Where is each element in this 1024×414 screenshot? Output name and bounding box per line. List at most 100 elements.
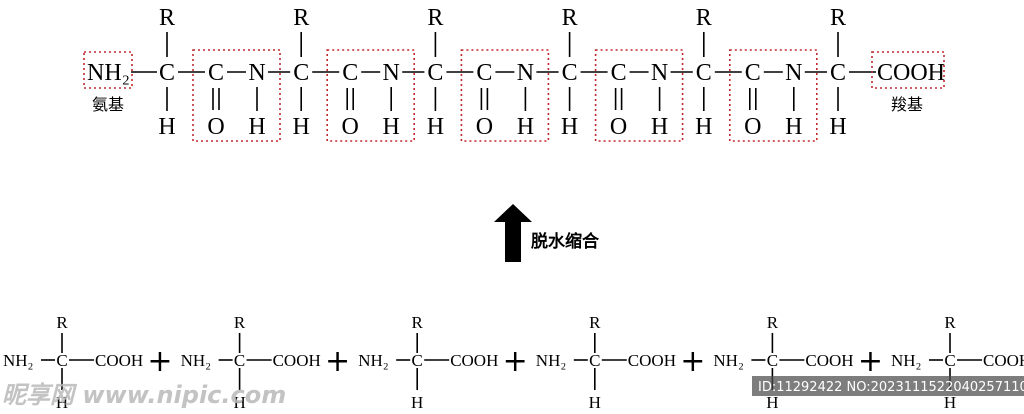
amino-group: NH₂ [536, 351, 566, 370]
peptide-bond-highlight [594, 49, 684, 142]
carboxyl-group: COOH [805, 351, 853, 370]
amino-group: NH₂ [3, 351, 33, 370]
side-chain-r: R [562, 5, 578, 31]
amide-hydrogen: H [248, 114, 265, 140]
alpha-carbon: C [830, 60, 846, 86]
carbonyl-carbon: C [745, 60, 761, 86]
alpha-carbon: C [562, 60, 578, 86]
peptide-bond: C O N H [728, 49, 818, 142]
carbonyl-carbon: C [476, 60, 492, 86]
alpha-carbon: C [427, 60, 443, 86]
alpha-hydrogen: H [589, 393, 601, 412]
carbonyl-carbon: C [208, 60, 224, 86]
amide-nitrogen: N [785, 60, 802, 86]
amino-acid: NH₂ RC H COOH [536, 313, 676, 412]
watermark: 昵享网 www.nipic.com ID:11292422 NO:20231115… [2, 376, 1024, 409]
alpha-hydrogen: H [829, 114, 846, 140]
alpha-carbon: C [159, 60, 175, 86]
alpha-carbon: C [944, 351, 955, 370]
amino-group-highlight [83, 51, 133, 89]
carboxyl-group: COOH [628, 351, 676, 370]
alpha-carbon: C [767, 351, 778, 370]
peptide-bond-highlight [460, 49, 550, 142]
peptide-chain: NH₂氨基RCHCONHRCHCONHRCHCONHRCHCONHRCHCONH… [83, 5, 945, 142]
plus-sign: + [680, 344, 705, 379]
side-chain-r: R [767, 313, 779, 332]
side-chain-r: R [56, 313, 68, 332]
peptide-bond-highlight [326, 49, 416, 142]
carboxyl-group: COOH [95, 351, 143, 370]
side-chain-r: R [589, 313, 601, 332]
amino-acid: NH₂ RC H COOH [181, 313, 321, 412]
alpha-hydrogen: H [411, 393, 423, 412]
amino-acid: NH₂ RC H COOH [713, 313, 853, 412]
amino-group: NH₂ [891, 351, 921, 370]
plus-sign: + [147, 344, 172, 379]
alpha-hydrogen: H [944, 393, 956, 412]
watermark-id: ID:11292422 NO:20231115220402571103 [758, 380, 1024, 395]
amide-hydrogen: H [517, 114, 534, 140]
side-chain-r: R [944, 313, 956, 332]
plus-sign: + [325, 344, 350, 379]
alpha-carbon: C [293, 60, 309, 86]
carbonyl-carbon: C [342, 60, 358, 86]
amide-nitrogen: N [517, 60, 534, 86]
amide-nitrogen: N [383, 60, 400, 86]
residue: R C H [829, 5, 846, 140]
up-arrow-icon [494, 204, 532, 262]
peptide-bond-highlight [728, 49, 818, 142]
amino-group-label: 氨基 [92, 95, 124, 114]
amide-hydrogen: H [785, 114, 802, 140]
alpha-carbon: C [234, 351, 245, 370]
carboxyl-group: COOH [983, 351, 1024, 370]
amide-hydrogen: H [651, 114, 668, 140]
alpha-hydrogen: H [766, 393, 778, 412]
alpha-carbon: C [412, 351, 423, 370]
side-chain-r: R [159, 5, 175, 31]
side-chain-r: R [412, 313, 424, 332]
carbonyl-carbon: C [611, 60, 627, 86]
plus-sign: + [503, 344, 528, 379]
alpha-hydrogen: H [561, 114, 578, 140]
watermark-logo: 昵享网 www.nipic.com [2, 381, 286, 409]
amino-acid-row: NH₂RCHCOOH+NH₂RCHCOOH+NH₂RCHCOOH+NH₂RCHC… [3, 313, 1024, 412]
amide-nitrogen: N [248, 60, 265, 86]
amino-group: NH₂ [713, 351, 743, 370]
carboxyl-group: COOH [450, 351, 498, 370]
alpha-hydrogen: H [56, 393, 68, 412]
alpha-hydrogen: H [293, 114, 310, 140]
alpha-hydrogen: H [695, 114, 712, 140]
alpha-carbon: C [56, 351, 67, 370]
carbonyl-oxygen: O [342, 114, 359, 140]
peptide-bond-highlight [192, 49, 281, 142]
side-chain-r: R [293, 5, 309, 31]
carboxyl-group: COOH [273, 351, 321, 370]
carboxyl-group-highlight [871, 51, 945, 89]
reaction-label: 脱水缩合 [531, 231, 600, 252]
side-chain-r: R [427, 5, 443, 31]
alpha-carbon: C [589, 351, 600, 370]
side-chain-r: R [830, 5, 846, 31]
alpha-hydrogen: H [427, 114, 444, 140]
reaction-indicator: 脱水缩合 [494, 204, 600, 262]
carbonyl-oxygen: O [744, 114, 761, 140]
amino-group: NH₂ [181, 351, 211, 370]
side-chain-r: R [234, 313, 246, 332]
carbonyl-oxygen: O [610, 114, 627, 140]
amino-acid: NH₂ RC H COOH [358, 313, 498, 412]
carboxyl-terminus: COOH [877, 60, 945, 86]
amino-group: NH₂ [358, 351, 388, 370]
alpha-hydrogen: H [233, 393, 245, 412]
amino-acid: NH₂ RC H COOH [3, 313, 143, 412]
alpha-carbon: C [696, 60, 712, 86]
plus-sign: + [858, 344, 883, 379]
